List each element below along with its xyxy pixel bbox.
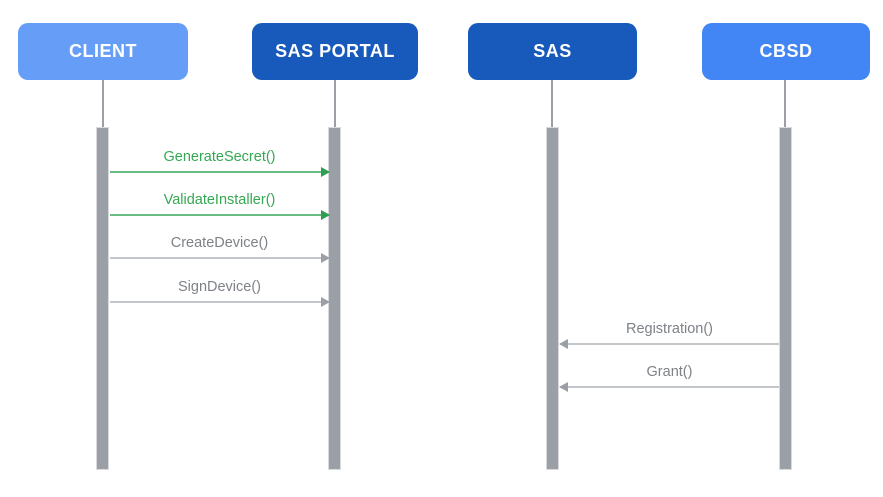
message-label: Grant() bbox=[646, 364, 693, 380]
lifeline-sas-portal bbox=[334, 80, 336, 127]
message-line bbox=[110, 301, 329, 303]
actor-label-cbsd: CBSD bbox=[759, 41, 813, 61]
message-label: GenerateSecret() bbox=[163, 149, 276, 165]
arrow-right-icon bbox=[321, 167, 330, 177]
arrow-right-icon bbox=[321, 210, 330, 220]
message-line bbox=[560, 386, 779, 388]
activation-bar-cbsd bbox=[779, 127, 792, 470]
actor-box-sas-portal: SAS PORTAL bbox=[252, 23, 418, 80]
message-label: Registration() bbox=[625, 321, 714, 337]
lifeline-cbsd bbox=[784, 80, 786, 127]
actor-label-client: CLIENT bbox=[69, 41, 137, 61]
message-line bbox=[560, 343, 779, 345]
message-label: SignDevice() bbox=[178, 279, 261, 295]
activation-bar-sas bbox=[546, 127, 559, 470]
arrow-right-icon bbox=[321, 253, 330, 263]
activation-bar-client bbox=[96, 127, 109, 470]
actor-box-cbsd: CBSD bbox=[702, 23, 870, 80]
lifeline-sas bbox=[551, 80, 553, 127]
message-line bbox=[110, 214, 329, 216]
message-line bbox=[110, 171, 329, 173]
arrow-left-icon bbox=[559, 382, 568, 392]
actor-box-sas: SAS bbox=[468, 23, 637, 80]
lifeline-client bbox=[102, 80, 104, 127]
message-line bbox=[110, 257, 329, 259]
actor-label-sas-portal: SAS PORTAL bbox=[275, 41, 395, 61]
arrow-right-icon bbox=[321, 297, 330, 307]
arrow-left-icon bbox=[559, 339, 568, 349]
actor-box-client: CLIENT bbox=[18, 23, 188, 80]
message-label: CreateDevice() bbox=[170, 235, 269, 251]
actor-label-sas: SAS bbox=[533, 41, 572, 61]
message-label: ValidateInstaller() bbox=[163, 192, 276, 208]
